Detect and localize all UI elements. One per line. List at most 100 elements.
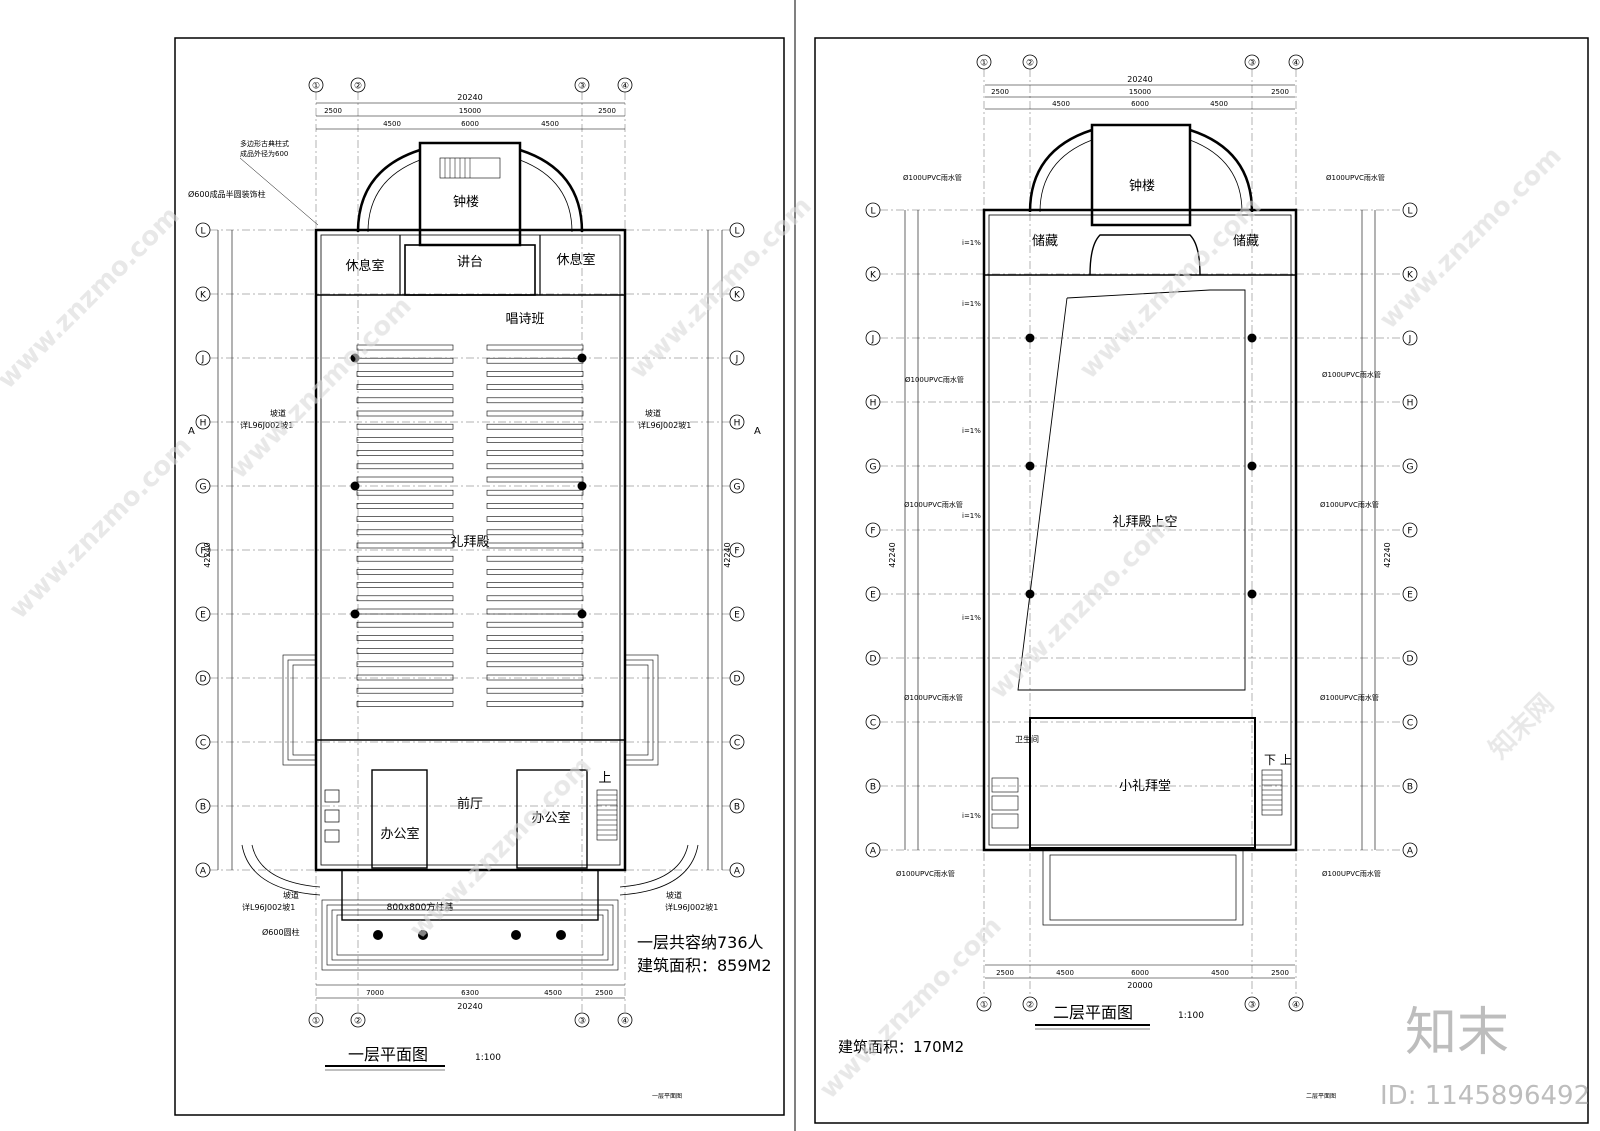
top-fine-dim-c: 4500 [541,120,559,128]
office-right-outline [516,769,588,869]
choir-label: 唱诗班 [505,312,544,327]
axis-left-F-label: F [870,527,875,537]
axis-top-4-label: ④ [621,82,629,92]
axis-bottom-2 [1022,996,1038,1012]
pew-left [356,516,454,522]
top-total-dim: 20240 [457,93,482,102]
pilaster-note: 800x800方柱基 [387,901,454,913]
ramp-right-b: 坡道 [666,890,682,900]
sheet-footer: 一层平面图 [652,1093,682,1100]
slope-1: i=1% [962,239,981,247]
pew-right [486,661,584,668]
watermark-4: www.znzmo.com [404,751,598,945]
axis-bottom-1 [308,1012,324,1028]
pew-rows [356,344,584,707]
pew-right [486,635,584,641]
ramp-right: 坡道 [645,408,661,418]
watermark-10: 知末网 [1484,689,1560,765]
top-fine-b-2: 6000 [1131,100,1149,108]
bell-tower-outline-2 [1090,123,1192,227]
pew-right [486,463,584,470]
section-a-right: A [754,426,761,437]
axis-right-F [1402,522,1418,538]
toilet-label: 卫生间 [1015,734,1039,744]
bell-tower-label-2: 钟楼 [1129,178,1155,194]
void-edge [1017,289,1246,691]
axis-left-K-label: K [870,271,877,281]
pew-right [486,595,584,602]
plan-title: 一层平面图 [348,1045,428,1064]
pipe-note-10: Ø100UPVC雨水管 [1322,869,1381,878]
pipe-note-3: Ø100UPVC雨水管 [905,375,964,384]
stair-label-2: 下 上 [1264,753,1292,767]
ramp-ref-right-b: 详L96J002坡1 [665,902,718,912]
pew-left [356,450,454,456]
bottom-dim-2-a: 2500 [996,969,1014,977]
pew-left [356,410,454,417]
axis-right-L [1402,202,1418,218]
bottom-dim-4500: 4500 [544,989,562,997]
foyer-label: 前厅 [457,796,483,812]
pulpit-label: 讲台 [457,255,483,270]
pew-right [486,542,584,549]
column [1247,461,1257,471]
pew-left [356,687,454,694]
pew-right [486,701,584,707]
column [350,609,360,619]
pew-left [356,542,454,549]
pipe-note-2: Ø100UPVC雨水管 [1326,173,1385,182]
axis-top-3-label: ③ [578,82,586,92]
axis-right-G-label: G [734,483,741,493]
axis-right-H-label: H [1407,399,1414,409]
pew-right [486,516,584,522]
area-note-2: 建筑面积：170M2 [838,1038,964,1056]
axis-left-C-label: C [200,739,206,749]
pew-right [486,582,584,588]
apse-curve [356,148,584,233]
top-right-dim-2: 2500 [1271,88,1289,96]
axis-right-L-label: L [734,227,739,237]
column [577,481,587,491]
pew-right [486,371,584,377]
pew-left [356,595,454,602]
sheet-footer-2: 二层平面图 [1306,1093,1336,1100]
top-fine-dim-b: 6000 [461,120,479,128]
axis-bottom-4 [617,1012,633,1028]
axis-bottom-2 [350,1012,366,1028]
storage-right-label: 储藏 [1233,234,1259,249]
ramp-ref-left-b: 详L96J002坡1 [242,902,295,912]
axis-right-L-label: L [1407,207,1412,217]
axis-top-1-label: ① [980,59,988,69]
axis-right-A [1402,842,1418,858]
side-total-dim-right: 42240 [723,542,732,567]
brand-logo: 知末 [1405,1003,1509,1063]
axis-top-2-label: ② [1026,59,1034,69]
pew-left [356,397,454,404]
watermark-5: www.znzmo.com [624,191,818,385]
stair-up-label: 上 [598,771,611,786]
bottom-dim-7000: 7000 [366,989,384,997]
axis-left-C-label: C [870,719,876,729]
pew-left [356,621,454,628]
column [1025,589,1035,599]
pew-right [486,450,584,456]
axis-right-F-label: F [1407,527,1412,537]
pew-left [356,529,454,536]
plan-title-2: 二层平面图 [1053,1003,1133,1022]
pew-left [356,344,454,351]
axis-right-K-label: K [1407,271,1414,281]
void-label: 礼拜殿上空 [1112,514,1177,530]
axis-right-E-label: E [734,611,740,621]
pew-right [486,529,584,536]
axis-right-G [1402,458,1418,474]
office-left-label: 办公室 [380,826,419,842]
half-column-note: Ø600成品半圆装饰柱 [188,189,266,199]
axis-left-J-label: J [201,355,205,365]
office-right-label: 办公室 [531,810,570,826]
pew-right [486,397,584,404]
